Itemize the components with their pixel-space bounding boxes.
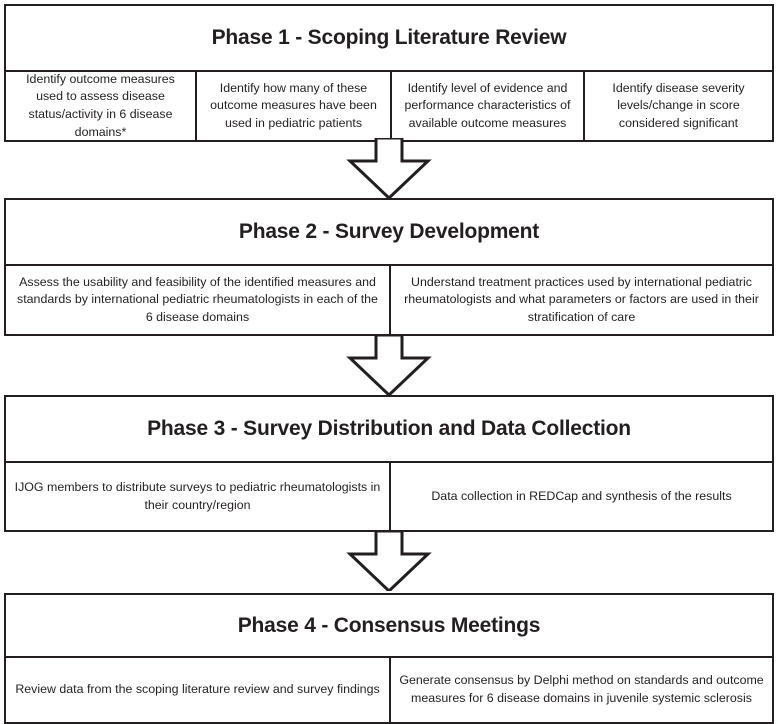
- phase-1-item-2: Identify how many of these outcome measu…: [197, 72, 392, 140]
- phase-4-item-1: Review data from the scoping literature …: [6, 658, 391, 722]
- phase-4-title: Phase 4 - Consensus Meetings: [6, 595, 772, 658]
- down-block-arrow-icon: [346, 531, 432, 591]
- phase-1-block: Phase 1 - Scoping Literature Review Iden…: [4, 4, 774, 142]
- phase-2-title: Phase 2 - Survey Development: [6, 200, 772, 266]
- phase-2-item-1: Assess the usability and feasibility of …: [6, 266, 391, 334]
- phase-1-item-row: Identify outcome measures used to assess…: [6, 72, 772, 140]
- down-block-arrow-icon: [346, 138, 432, 198]
- connector-phase3-to-phase4: [0, 531, 778, 591]
- phase-3-item-1: IJOG members to distribute surveys to pe…: [6, 463, 391, 530]
- phase-3-item-2: Data collection in REDCap and synthesis …: [431, 488, 732, 503]
- phase-2-item-row: Assess the usability and feasibility of …: [6, 266, 772, 334]
- phase-3-block: Phase 3 - Survey Distribution and Data C…: [4, 395, 774, 532]
- phase-4-block: Phase 4 - Consensus Meetings Review data…: [4, 593, 774, 724]
- phase-1-item-4: Identify disease severity levels/change …: [612, 80, 745, 130]
- phase-1-item-1: Identify outcome measures used to assess…: [6, 72, 197, 140]
- connector-phase2-to-phase3: [0, 335, 778, 395]
- connector-phase1-to-phase2: [0, 138, 778, 198]
- phase-4-item-row: Review data from the scoping literature …: [6, 658, 772, 722]
- phase-1-title: Phase 1 - Scoping Literature Review: [6, 6, 772, 72]
- phase-4-item-2: Generate consensus by Delphi method on s…: [399, 673, 764, 705]
- phase-1-item-3: Identify level of evidence and performan…: [392, 72, 585, 140]
- phase-2-block: Phase 2 - Survey Development Assess the …: [4, 198, 774, 336]
- phase-2-item-2: Understand treatment practices used by i…: [404, 274, 759, 324]
- phase-3-item-row: IJOG members to distribute surveys to pe…: [6, 463, 772, 530]
- down-block-arrow-icon: [346, 335, 432, 395]
- phase-3-title: Phase 3 - Survey Distribution and Data C…: [6, 397, 772, 463]
